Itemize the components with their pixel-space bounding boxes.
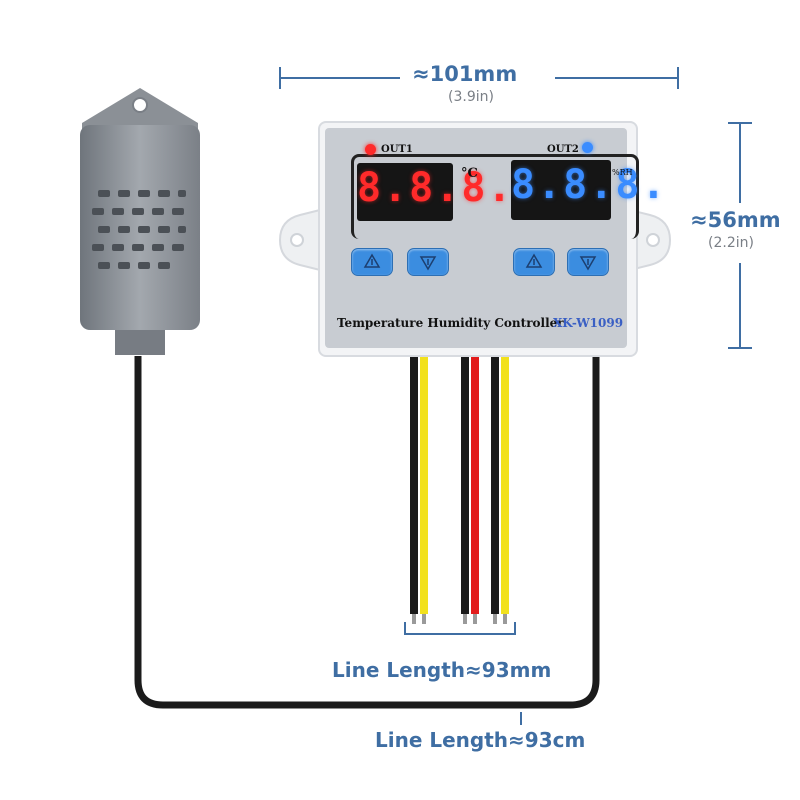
temperature-up-button[interactable]	[351, 248, 393, 276]
display-frame	[351, 154, 639, 239]
temperature-down-button[interactable]	[407, 248, 449, 276]
out2-label: OUT2	[547, 144, 579, 155]
probe-cable-length-label: Line Length≈93cm	[375, 728, 586, 752]
out2-indicator-led	[582, 142, 593, 153]
width-dimension-line	[279, 67, 679, 89]
height-sub-label: (2.2in)	[708, 235, 754, 251]
celsius-unit-label: °C	[461, 166, 478, 181]
mounting-ears	[278, 208, 672, 272]
width-sub-label: (3.9in)	[448, 89, 494, 105]
out1-indicator-led	[365, 144, 376, 155]
product-name-label: Temperature Humidity Controller	[337, 316, 564, 330]
temperature-display: 8.8.8.	[357, 163, 514, 221]
height-dimension-line	[728, 122, 752, 349]
temperature-readout: 8.8.8.	[357, 165, 514, 211]
height-label: ≈56mm	[690, 208, 781, 232]
down-arrow-icon	[579, 256, 597, 271]
humidity-sensor-probe	[80, 88, 200, 355]
model-number-label: XK-W1099	[553, 316, 624, 330]
width-label: ≈101mm	[412, 62, 518, 86]
humidity-readout: 8.8.8.	[511, 162, 668, 208]
controller-faceplate: OUT1 OUT2 8.8.8. °C 8.8.8. %RH	[325, 128, 668, 348]
humidity-up-button[interactable]	[513, 248, 555, 276]
controller-housing: OUT1 OUT2 8.8.8. °C 8.8.8. %RH	[318, 121, 668, 357]
humidity-unit-label: %RH	[612, 168, 633, 177]
controller-wires	[404, 352, 516, 635]
up-arrow-icon	[525, 253, 543, 268]
down-arrow-icon	[419, 256, 437, 271]
humidity-down-button[interactable]	[567, 248, 609, 276]
short-wire-length-label: Line Length≈93mm	[332, 658, 552, 682]
up-arrow-icon	[363, 253, 381, 268]
out1-label: OUT1	[381, 144, 413, 155]
humidity-display: 8.8.8.	[511, 160, 668, 220]
